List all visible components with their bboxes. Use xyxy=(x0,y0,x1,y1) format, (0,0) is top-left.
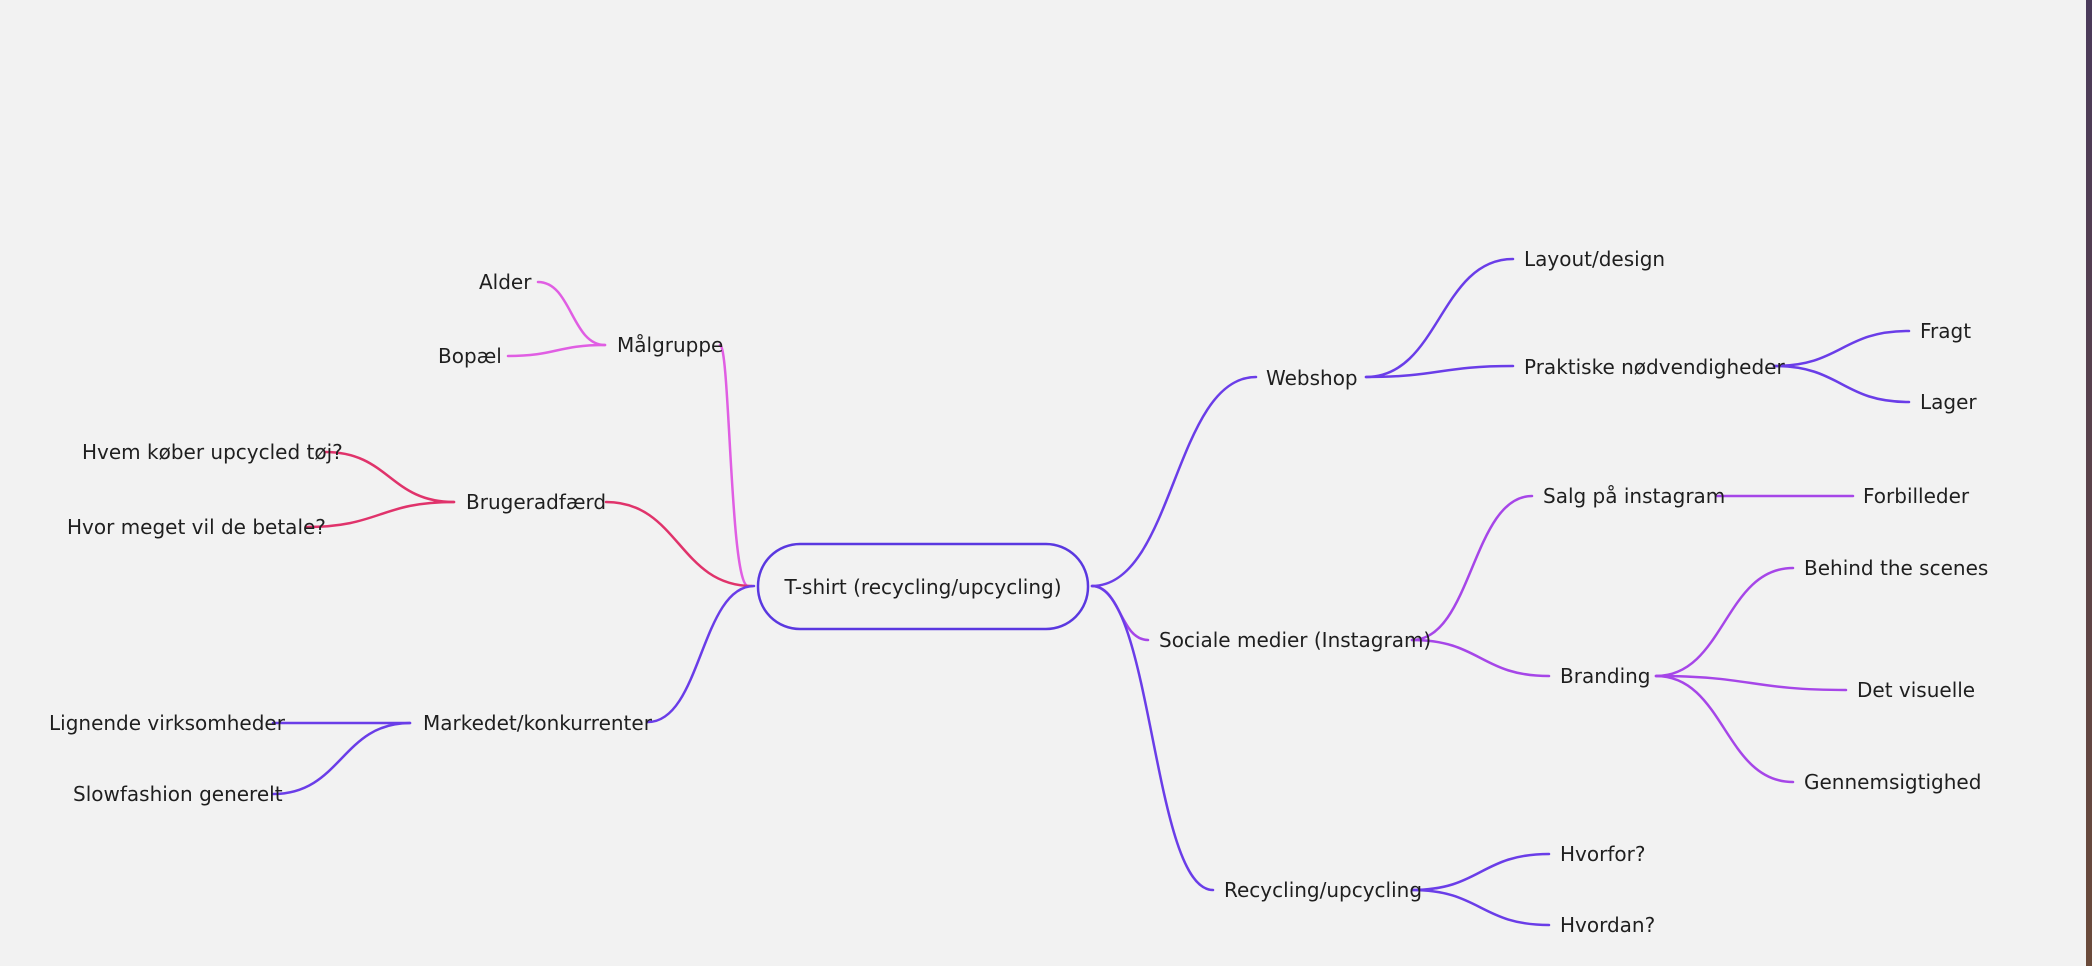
node-lager[interactable]: Lager xyxy=(1920,390,1977,414)
node-gennemsigtighed[interactable]: Gennemsigtighed xyxy=(1804,770,1981,794)
edge-markedet-slowfashion xyxy=(271,721,412,796)
edge-central-recycling xyxy=(1090,584,1215,892)
edge-branding-behind xyxy=(1654,566,1795,678)
node-recycling[interactable]: Recycling/upcycling xyxy=(1224,878,1422,902)
central-node-box[interactable] xyxy=(756,542,1090,631)
node-hvor-meget[interactable]: Hvor meget vil de betale? xyxy=(67,515,326,539)
node-layout[interactable]: Layout/design xyxy=(1524,247,1665,271)
node-branding[interactable]: Branding xyxy=(1560,664,1651,688)
node-praktiske[interactable]: Praktiske nødvendigheder xyxy=(1524,355,1785,379)
node-webshop[interactable]: Webshop xyxy=(1266,366,1358,390)
edge-malgruppe-bopael xyxy=(506,343,607,358)
edge-malgruppe-alder xyxy=(536,280,607,347)
edge-praktiske-lager xyxy=(1772,364,1911,404)
edge-recycling-hvordan xyxy=(1410,888,1551,927)
edge-central-markedet xyxy=(646,584,756,724)
edge-branding-gennemsigtighed xyxy=(1654,674,1795,784)
edge-branding-visuelle xyxy=(1654,674,1848,692)
edge-webshop-praktiske xyxy=(1364,364,1515,379)
node-hvorfor[interactable]: Hvorfor? xyxy=(1560,842,1645,866)
node-malgruppe[interactable]: Målgruppe xyxy=(617,333,723,357)
central-node-label: T-shirt (recycling/upcycling) xyxy=(783,575,1061,599)
node-salg[interactable]: Salg på instagram xyxy=(1543,484,1725,508)
edge-central-malgruppe xyxy=(718,343,750,588)
node-alder[interactable]: Alder xyxy=(479,270,532,294)
edge-sociale-branding xyxy=(1410,638,1551,678)
node-lignende[interactable]: Lignende virksomheder xyxy=(49,711,286,735)
edge-brugeradfaerd-hvem xyxy=(323,450,456,504)
edge-sociale-salg xyxy=(1410,494,1534,642)
node-forbilleder[interactable]: Forbilleder xyxy=(1863,484,1970,508)
window-edge xyxy=(2086,0,2092,966)
edge-praktiske-fragt xyxy=(1772,329,1911,368)
node-visuelle[interactable]: Det visuelle xyxy=(1857,678,1975,702)
node-hvordan[interactable]: Hvordan? xyxy=(1560,913,1655,937)
mindmap-connectors xyxy=(271,257,1911,927)
edge-recycling-hvorfor xyxy=(1410,852,1551,892)
node-bopael[interactable]: Bopæl xyxy=(438,344,502,368)
edge-brugeradfaerd-hvor xyxy=(304,500,456,529)
edge-central-webshop xyxy=(1090,375,1258,588)
node-slowfashion[interactable]: Slowfashion generelt xyxy=(73,782,283,806)
node-brugeradfaerd[interactable]: Brugeradfærd xyxy=(466,490,606,514)
node-sociale[interactable]: Sociale medier (Instagram) xyxy=(1159,628,1431,652)
node-hvem-kober[interactable]: Hvem køber upcycled tøj? xyxy=(82,440,343,464)
node-markedet[interactable]: Markedet/konkurrenter xyxy=(423,711,653,735)
edge-central-brugeradfaerd xyxy=(604,500,754,588)
node-behind[interactable]: Behind the scenes xyxy=(1804,556,1988,580)
node-fragt[interactable]: Fragt xyxy=(1920,319,1971,343)
edge-webshop-layout xyxy=(1364,257,1515,379)
